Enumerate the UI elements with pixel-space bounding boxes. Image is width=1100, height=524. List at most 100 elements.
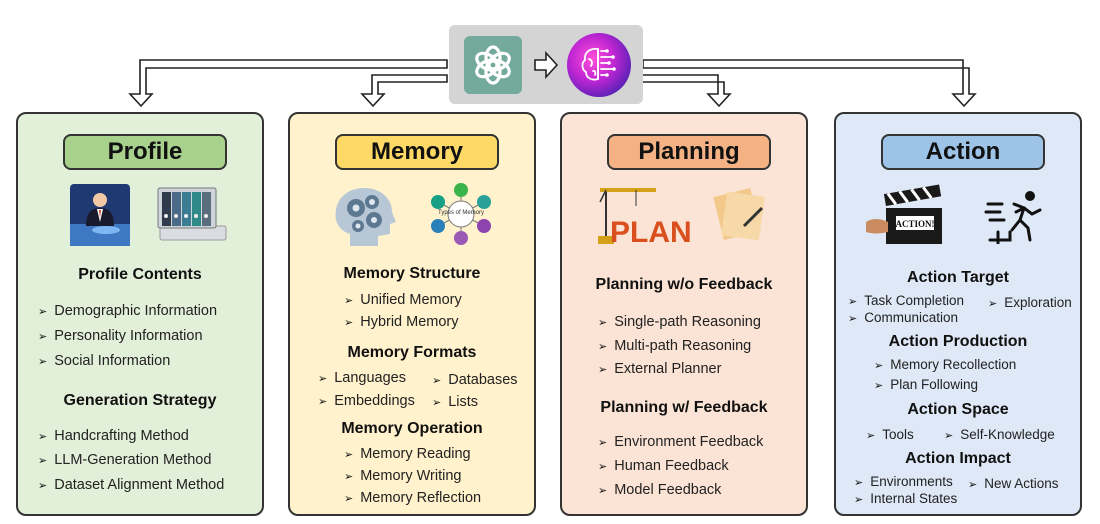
bullet-icon: ➢ [598, 341, 608, 353]
list-item: ➢Internal States [854, 491, 957, 506]
action-production-heading: Action Production [888, 333, 1028, 350]
item-label: Hybrid Memory [360, 314, 459, 330]
item-label: Self-Knowledge [960, 427, 1055, 442]
bullet-icon: ➢ [38, 356, 48, 368]
crane-plan-icon: PLAN [598, 188, 692, 248]
list-item: ➢Embeddings [318, 393, 415, 409]
item-label: Memory Writing [360, 468, 462, 484]
arrow-to-action [642, 59, 977, 108]
bullet-icon: ➢ [344, 449, 354, 461]
list-item: ➢New Actions [968, 476, 1059, 491]
planning-title: Planning [607, 134, 771, 170]
bullet-icon: ➢ [432, 375, 442, 387]
planning-without-feedback-heading: Planning w/o Feedback [595, 276, 773, 293]
list-item: ➢ Multi-path Reasoning [598, 338, 751, 354]
list-item: ➢ Personality Information [38, 328, 203, 344]
item-label: Environment Feedback [614, 434, 764, 450]
item-label: Multi-path Reasoning [614, 338, 752, 354]
bullet-icon: ➢ [38, 431, 48, 443]
item-label: LLM-Generation Method [54, 452, 212, 468]
item-label: Personality Information [54, 328, 203, 344]
clapperboard-icon: ACTION! [866, 184, 942, 244]
bullet-icon: ➢ [344, 295, 354, 307]
list-item: ➢ Memory Reflection [344, 490, 481, 506]
bullet-icon: ➢ [38, 331, 48, 343]
bullet-icon: ➢ [38, 306, 48, 318]
bullet-icon: ➢ [968, 479, 978, 491]
item-label: Lists [448, 394, 479, 410]
list-item: ➢ Single-path Reasoning [598, 314, 761, 330]
list-item: ➢ Memory Reading [344, 446, 471, 462]
item-label: Exploration [1004, 295, 1072, 310]
profile-title: Profile [63, 134, 227, 170]
list-item: ➢ Lists [432, 394, 478, 410]
bullet-icon: ➢ [318, 373, 328, 385]
bullet-icon: ➢ [874, 360, 884, 372]
action-title: Action [881, 134, 1045, 170]
bullet-icon: ➢ [38, 455, 48, 467]
item-label: Memory Reflection [360, 490, 482, 506]
memory-panel: Memory Types of Memory Memory Structure … [288, 112, 536, 516]
list-item: ➢ External Planner [598, 361, 721, 377]
planning-with-feedback-heading: Planning w/ Feedback [600, 399, 768, 416]
item-label: External Planner [614, 361, 722, 377]
right-arrow-icon [534, 51, 559, 79]
list-item: ➢Demographic Information [38, 303, 217, 319]
list-item: ➢ Task Completion [848, 293, 964, 308]
item-label: Databases [448, 372, 518, 388]
arrow-to-planning [640, 74, 732, 108]
list-item: ➢ Memory Recollection [874, 357, 1016, 372]
item-label: Task Completion [864, 293, 965, 308]
list-item: ➢Handcrafting Method [38, 428, 189, 444]
running-person-icon [984, 191, 1042, 244]
list-item: ➢Dataset Alignment Method [38, 477, 224, 493]
bullet-icon: ➢ [848, 296, 858, 308]
memory-types-diagram-icon: Types of Memory [431, 183, 491, 245]
binders-laptop-icon [157, 187, 227, 241]
bullet-icon: ➢ [854, 494, 864, 506]
arrow-to-memory [360, 74, 448, 108]
agent-hub [449, 25, 643, 104]
item-label: Dataset Alignment Method [54, 477, 225, 493]
action-impact-heading: Action Impact [905, 450, 1011, 467]
memory-structure-heading: Memory Structure [343, 265, 481, 282]
openai-logo-icon [464, 36, 522, 94]
list-item: ➢ Databases [432, 372, 518, 388]
businessman-icon [70, 184, 130, 246]
list-item: ➢ Model Feedback [598, 482, 721, 498]
item-label: Memory Recollection [890, 357, 1017, 372]
action-panel: Action ACTION! Action Target ➢Task Compl… [834, 112, 1082, 516]
item-label: Communication [864, 310, 959, 325]
item-label: Environments [870, 474, 953, 489]
list-item: ➢ Languages [318, 370, 406, 386]
item-label: Unified Memory [360, 292, 462, 308]
item-label: Languages [334, 370, 406, 386]
bullet-icon: ➢ [944, 430, 954, 442]
profile-panel: Profile Profile Contents ➢Demographic In… [16, 112, 264, 516]
bullet-icon: ➢ [598, 437, 608, 449]
bullet-icon: ➢ [344, 493, 354, 505]
item-label: Social Information [54, 353, 171, 369]
item-label: Model Feedback [614, 482, 722, 498]
item-label: Tools [882, 427, 914, 442]
item-label: Single-path Reasoning [614, 314, 761, 330]
action-space-heading: Action Space [907, 401, 1009, 418]
list-item: ➢ Social Information [38, 353, 170, 369]
memory-operation-heading: Memory Operation [341, 420, 483, 437]
bullet-icon: ➢ [598, 364, 608, 376]
list-item: ➢Human Feedback [598, 458, 729, 474]
bullet-icon: ➢ [866, 430, 876, 442]
paper-notes-icon [713, 188, 765, 241]
list-item: ➢ LLM-Generation Method [38, 452, 211, 468]
bullet-icon: ➢ [874, 380, 884, 392]
item-label: Memory Reading [360, 446, 471, 462]
bullet-icon: ➢ [344, 317, 354, 329]
bullet-icon: ➢ [598, 485, 608, 497]
memory-title: Memory [335, 134, 499, 170]
bullet-icon: ➢ [344, 471, 354, 483]
bullet-icon: ➢ [848, 313, 858, 325]
bullet-icon: ➢ [598, 317, 608, 329]
list-item: ➢Environments [854, 474, 953, 489]
bullet-icon: ➢ [432, 397, 442, 409]
list-item: ➢ Environment Feedback [598, 434, 763, 450]
